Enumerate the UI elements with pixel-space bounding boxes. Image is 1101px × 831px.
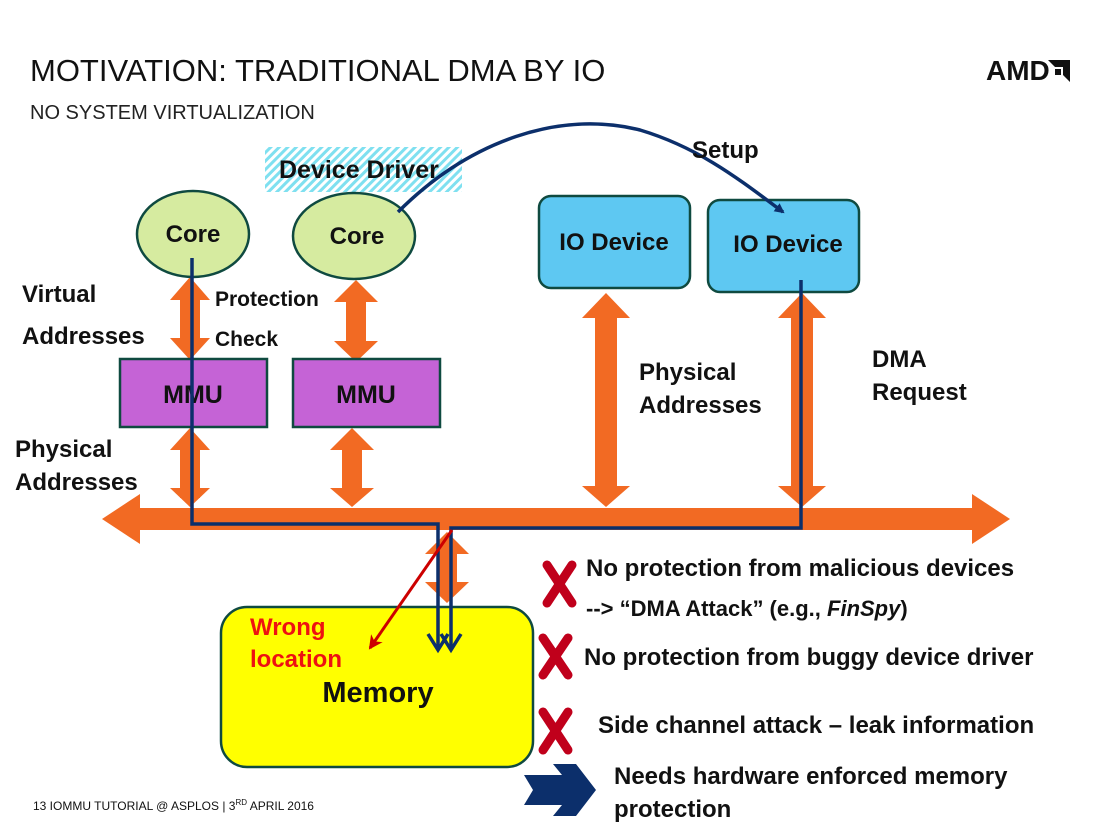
core-access-path [190, 258, 440, 648]
wrong-location-line2: location [250, 646, 342, 673]
bullet-4-line1: Needs hardware enforced memory [614, 763, 1008, 790]
svg-text:AMD: AMD [986, 55, 1050, 86]
dma-request-line1: DMA [872, 346, 927, 373]
bullet-3: Side channel attack – leak information [598, 712, 1034, 739]
arrow-bus-memory [425, 532, 469, 603]
virtual-addresses-line2: Addresses [22, 323, 145, 350]
virtual-addresses-line1: Virtual [22, 281, 96, 308]
arrow-mmu-bus-right [330, 428, 374, 507]
dma-request-path [449, 280, 803, 648]
slide-title: MOTIVATION: TRADITIONAL DMA BY IO [30, 53, 605, 88]
mmu-right [291, 357, 442, 429]
physical-addresses-left-line1: Physical [15, 436, 112, 463]
setup-arc [396, 122, 785, 214]
arrow-right-icon [524, 764, 596, 816]
arrow-io-bus-left [582, 293, 630, 507]
bullet-4-line2: protection [614, 796, 731, 823]
core-left-label: Core [166, 221, 221, 248]
device-driver-label: Device Driver [279, 156, 439, 184]
x-mark-icon [538, 633, 573, 680]
physical-addresses-mid-line2: Addresses [639, 392, 762, 419]
physical-addresses-mid-line1: Physical [639, 359, 736, 386]
wrong-location-arrow [368, 529, 454, 650]
memory-label: Memory [322, 677, 433, 709]
bullet-2: No protection from buggy device driver [584, 644, 1033, 671]
wrong-location-line1: Wrong [250, 614, 326, 641]
x-mark-icon [542, 560, 577, 608]
io-device-right-label: IO Device [733, 231, 842, 258]
system-bus [102, 494, 1010, 544]
arrow-mmu-bus-left [170, 428, 210, 507]
core-right [291, 191, 417, 281]
bullet-1-line2: --> “DMA Attack” (e.g., FinSpy) [586, 596, 908, 621]
setup-label: Setup [692, 137, 759, 164]
protection-check-line1: Protection [215, 288, 319, 311]
core-right-label: Core [330, 223, 385, 250]
io-device-right [706, 198, 861, 294]
arrow-core-mmu-right [334, 280, 378, 362]
slide-subtitle: NO SYSTEM VIRTUALIZATION [30, 102, 315, 124]
arrow-core-mmu-left [170, 277, 210, 360]
io-device-left [537, 194, 692, 290]
x-mark-icon [538, 707, 573, 755]
slide-footer: 13 IOMMU TUTORIAL @ ASPLOS | 3RD APRIL 2… [33, 798, 314, 813]
memory-arrow-heads [426, 633, 463, 654]
mmu-right-label: MMU [336, 381, 396, 409]
dma-request-line2: Request [872, 379, 967, 406]
protection-check-line2: Check [215, 328, 278, 351]
memory-box [219, 605, 535, 769]
amd-logo: AMD [986, 55, 1070, 86]
bullet-1-line1: No protection from malicious devices [586, 555, 1014, 582]
physical-addresses-left-line2: Addresses [15, 469, 138, 496]
io-device-left-label: IO Device [559, 229, 668, 256]
